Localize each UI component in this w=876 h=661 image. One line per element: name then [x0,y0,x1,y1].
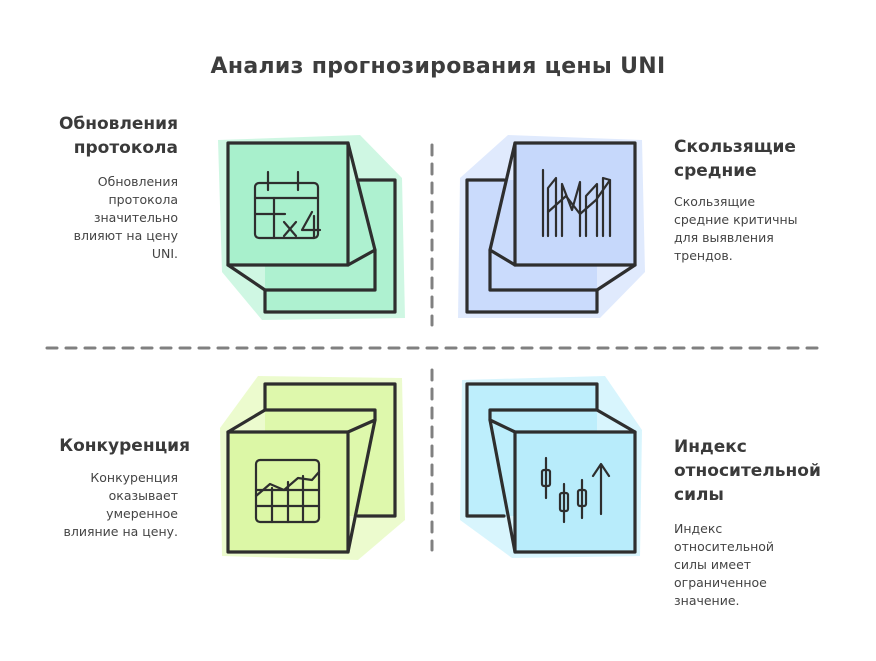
desc-line: значительно [93,210,178,225]
desc-line: Индекс [674,521,723,536]
bar-chart-icon [541,168,612,238]
heading-line: Скользящие [674,137,796,157]
desc-line: значение. [674,593,740,608]
desc-line: умеренное [106,506,178,521]
heading-line: относительной [674,461,821,481]
box-back-edges [263,178,397,314]
box-competition [220,376,405,560]
desc-line: силы имеет [674,557,752,572]
heading-line: Конкуренция [59,436,190,456]
heading-line: Обновления [58,114,178,134]
color-scribble [218,135,405,320]
desc-line: влияние на цену. [63,524,178,539]
desc-line: Обновления [97,174,178,189]
heading-protocol-updates: Обновления протокола [20,112,178,160]
diagram-title: Анализ прогнозирования цены UNI [210,54,666,79]
desc-line: для выявления [674,230,774,245]
box-moving-averages [458,135,645,318]
heading-line: Индекс [674,437,747,457]
heading-line: протокола [73,138,178,158]
box-back-edges [465,382,599,518]
box-bottom-edge [226,248,377,292]
box-protocol-updates [218,135,405,320]
desc-competition: Конкуренция оказывает умеренное влияние … [20,469,178,541]
heading-moving-averages: Скользящие средние [674,135,864,183]
desc-rsi: Индекс относительной силы имеет ограниче… [674,520,864,610]
heading-line: средние [674,161,757,181]
box-front-face [513,430,637,554]
desc-line: UNI. [151,246,178,261]
desc-protocol-updates: Обновления протокола значительно влияют … [20,173,178,263]
desc-line: Скользящие [674,194,756,209]
color-scribble [460,376,642,558]
desc-line: трендов. [674,248,733,263]
heading-line: силы [674,485,724,505]
box-top-edge [226,408,377,434]
box-top-edge [488,408,637,434]
desc-line: протокола [108,192,178,207]
heading-rsi: Индекс относительной силы [674,435,864,507]
box-bottom-edge [488,248,637,292]
desc-line: средние критичны [674,212,798,227]
desc-line: влияют на цену [73,228,178,243]
desc-line: ограниченное [674,575,767,590]
candlestick-icon [540,456,611,524]
color-scribble [220,376,405,560]
box-back-edges [465,178,599,314]
calendar-x4-icon [253,170,322,240]
desc-line: относительной [674,539,775,554]
box-back-edges [263,382,397,518]
desc-line: оказывает [108,488,178,503]
heading-competition: Конкуренция [20,434,190,458]
line-chart-grid-icon [254,458,321,524]
desc-line: Конкуренция [90,470,178,485]
desc-moving-averages: Скользящие средние критичны для выявлени… [674,193,864,265]
box-rsi [460,376,642,558]
